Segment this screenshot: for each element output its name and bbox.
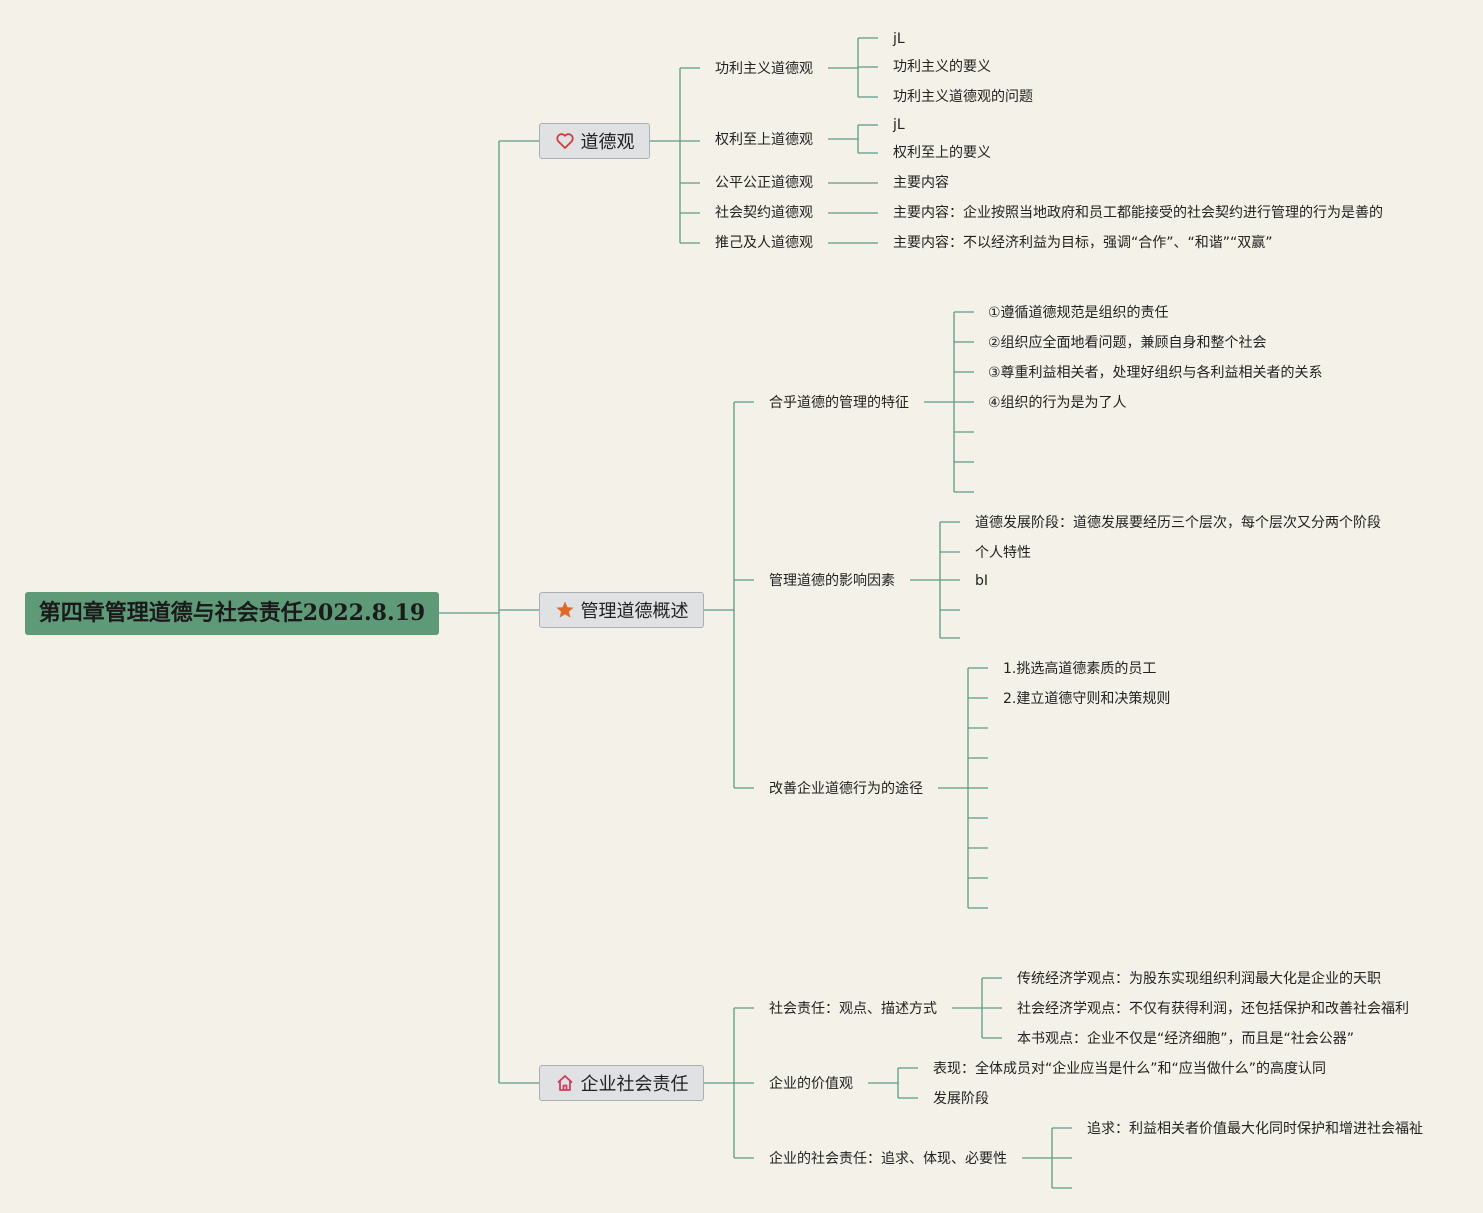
topic-corporate-social-responsibility[interactable]: 企业的社会责任：追求、体现、必要性 (769, 1151, 1007, 1167)
topic-empathy[interactable]: 推己及人道德观 (715, 235, 813, 251)
branch-label: 管理道德概述 (580, 601, 689, 622)
star-icon (555, 600, 575, 620)
branch-csr[interactable]: 企业社会责任 (539, 1065, 704, 1101)
leaf-social-contract-1[interactable]: 主要内容：企业按照当地政府和员工都能接受的社会契约进行管理的行为是善的 (893, 205, 1383, 221)
topic-utilitarian[interactable]: 功利主义道德观 (715, 61, 813, 77)
leaf-values-1[interactable]: 表现：全体成员对“企业应当是什么”和“应当做什么”的高度认同 (933, 1061, 1327, 1077)
heart-icon (555, 131, 575, 151)
leaf-improve-2[interactable]: 2.建立道德守则和决策规则 (1003, 691, 1171, 707)
leaf-empathy-1[interactable]: 主要内容：不以经济利益为目标，强调“合作”、“和谐”“双赢” (893, 235, 1273, 251)
topic-rights[interactable]: 权利至上道德观 (715, 132, 813, 148)
leaf-trait-2[interactable]: ②组织应全面地看问题，兼顾自身和整个社会 (988, 335, 1267, 351)
leaf-utilitarian-3[interactable]: 功利主义道德观的问题 (893, 89, 1033, 105)
topic-justice[interactable]: 公平公正道德观 (715, 175, 813, 191)
leaf-factor-1[interactable]: 道德发展阶段：道德发展要经历三个层次，每个层次又分两个阶段 (975, 515, 1381, 531)
root-topic[interactable]: 第四章管理道德与社会责任2022.8.19 (25, 592, 439, 635)
leaf-trait-3[interactable]: ③尊重利益相关者，处理好组织与各利益相关者的关系 (988, 365, 1323, 381)
leaf-csr-1[interactable]: 追求：利益相关者价值最大化同时保护和增进社会福祉 (1087, 1121, 1423, 1137)
leaf-trait-4[interactable]: ④组织的行为是为了人 (988, 395, 1127, 411)
leaf-factor-3[interactable]: bI (975, 573, 989, 589)
branch-management-ethics[interactable]: 管理道德概述 (539, 592, 704, 628)
topic-ethical-management-traits[interactable]: 合乎道德的管理的特征 (769, 395, 909, 411)
topic-social-responsibility-views[interactable]: 社会责任：观点、描述方式 (769, 1001, 937, 1017)
leaf-view-2[interactable]: 社会经济学观点：不仅有获得利润，还包括保护和改善社会福利 (1017, 1001, 1409, 1017)
leaf-improve-1[interactable]: 1.挑选高道德素质的员工 (1003, 661, 1157, 677)
leaf-rights-1[interactable]: jL (893, 117, 905, 133)
topic-social-contract[interactable]: 社会契约道德观 (715, 205, 813, 221)
branch-ethics-views[interactable]: 道德观 (539, 123, 650, 159)
branch-label: 道德观 (580, 132, 635, 153)
leaf-justice-1[interactable]: 主要内容 (893, 175, 949, 191)
leaf-utilitarian-1[interactable]: jL (893, 31, 905, 47)
topic-ethics-factors[interactable]: 管理道德的影响因素 (769, 573, 895, 589)
topic-corporate-values[interactable]: 企业的价值观 (769, 1076, 853, 1092)
leaf-values-2[interactable]: 发展阶段 (933, 1091, 989, 1107)
home-icon (555, 1073, 575, 1093)
topic-improve-ethics[interactable]: 改善企业道德行为的途径 (769, 781, 923, 797)
leaf-factor-2[interactable]: 个人特性 (975, 545, 1031, 561)
leaf-trait-1[interactable]: ①遵循道德规范是组织的责任 (988, 305, 1169, 321)
leaf-utilitarian-2[interactable]: 功利主义的要义 (893, 59, 991, 75)
branch-label: 企业社会责任 (580, 1074, 689, 1095)
leaf-rights-2[interactable]: 权利至上的要义 (893, 145, 991, 161)
leaf-view-1[interactable]: 传统经济学观点：为股东实现组织利润最大化是企业的天职 (1017, 971, 1381, 987)
leaf-view-3[interactable]: 本书观点：企业不仅是“经济细胞”，而且是“社会公器” (1017, 1031, 1355, 1047)
